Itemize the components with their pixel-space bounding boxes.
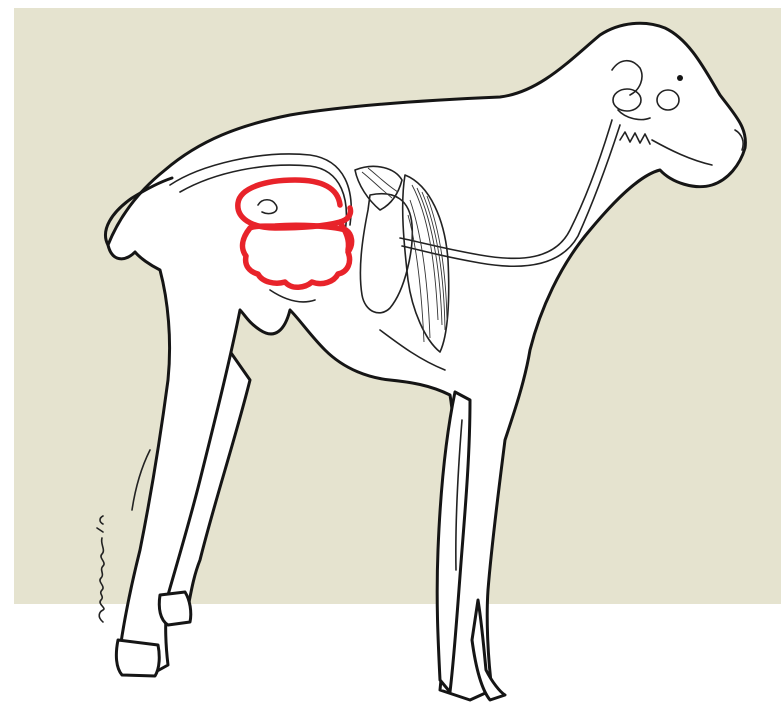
near-hind-paw [116,640,159,676]
hock-detail [132,450,150,510]
eye [677,75,683,81]
illustrator-signature [97,516,104,622]
far-hind-paw [159,592,190,625]
